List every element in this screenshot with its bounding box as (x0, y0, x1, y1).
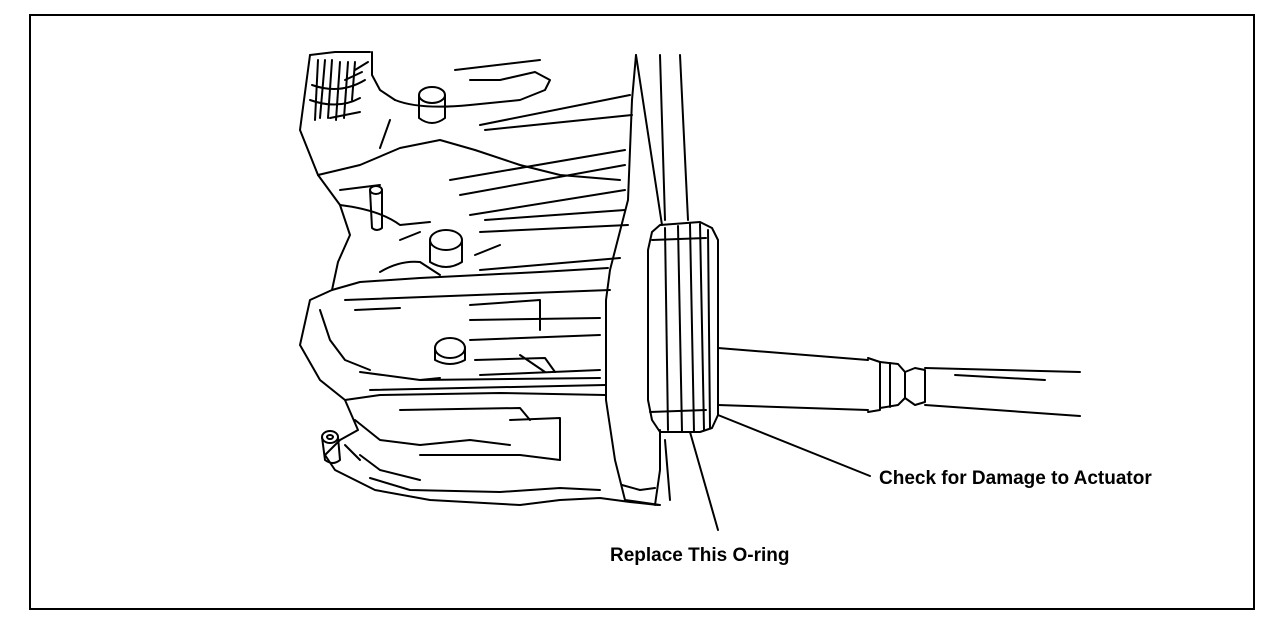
housing-outline (299, 51, 659, 506)
upper-body-details (317, 59, 633, 276)
leader-lines (689, 414, 871, 531)
actuator-shaft (717, 347, 1081, 417)
mounting-flange (605, 54, 689, 506)
ribs-top-left (309, 59, 369, 121)
middle-body (319, 267, 611, 391)
leader-line-actuator (717, 414, 871, 477)
leader-line-oring (689, 431, 719, 531)
diagram-frame (29, 14, 1255, 610)
actuator-cylinder (647, 221, 719, 433)
callout-check-actuator: Check for Damage to Actuator (879, 468, 1152, 489)
callout-replace-oring: Replace This O-ring (610, 545, 790, 566)
lower-body (321, 392, 606, 493)
